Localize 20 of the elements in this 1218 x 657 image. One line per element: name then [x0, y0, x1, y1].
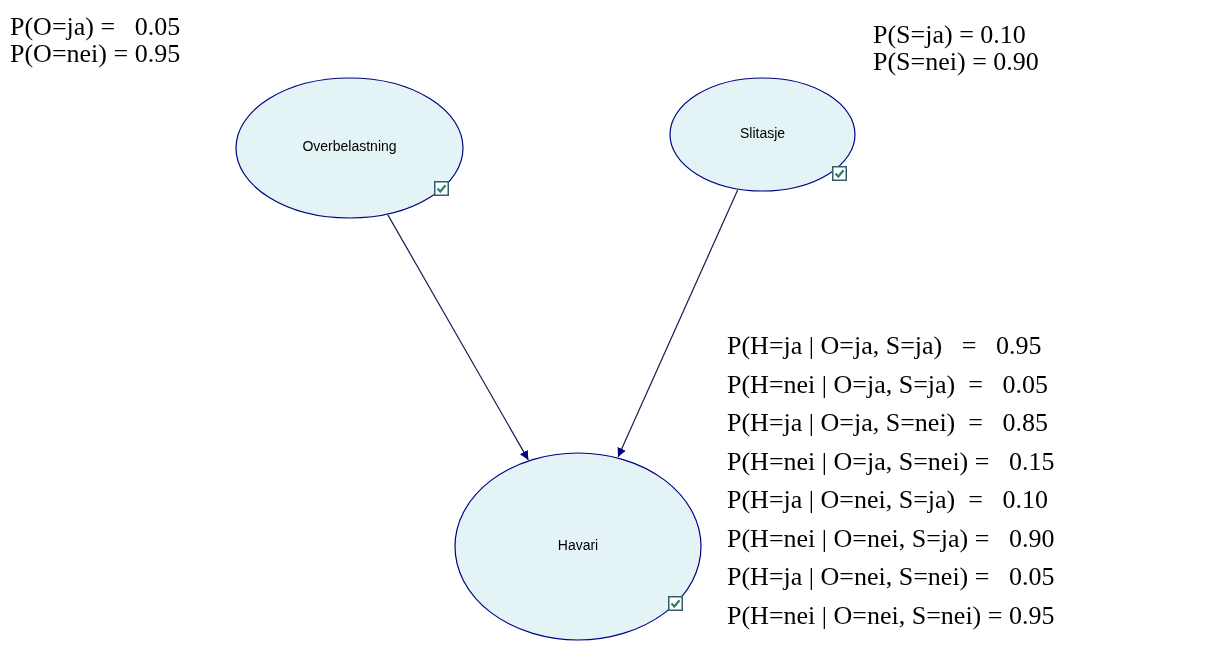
node-ellipse	[454, 452, 702, 641]
node-ellipse	[669, 77, 856, 192]
probability-text: P(O=ja) = 0.05	[10, 14, 181, 40]
probability-text: P(H=nei | O=nei, S=nei) = 0.95	[727, 602, 1055, 629]
probability-text: P(H=nei | O=ja, S=ja) = 0.05	[727, 371, 1048, 398]
probability-text: P(S=ja) = 0.10	[873, 22, 1026, 48]
arrow	[387, 214, 529, 461]
probability-text: P(H=ja | O=nei, S=ja) = 0.10	[727, 487, 1048, 513]
probability-text: P(H=ja | O=ja, S=nei) = 0.85	[727, 410, 1048, 436]
node-label: Overbelastning	[302, 138, 397, 155]
probability-text: P(O=nei) = 0.95	[10, 41, 181, 67]
arrow	[617, 189, 739, 458]
node-label: Slitasje	[739, 124, 786, 141]
probability-text: P(S=nei) = 0.90	[873, 49, 1039, 75]
probability-text: P(H=nei | O=ja, S=nei) = 0.15	[727, 448, 1055, 475]
node-label: Havari	[557, 536, 599, 553]
node-ellipse	[235, 77, 464, 219]
probability-text: P(H=nei | O=nei, S=ja) = 0.90	[727, 525, 1055, 552]
probability-text: P(H=ja | O=nei, S=nei) = 0.05	[727, 564, 1055, 590]
probability-text: P(H=ja | O=ja, S=ja) = 0.95	[727, 333, 1042, 359]
